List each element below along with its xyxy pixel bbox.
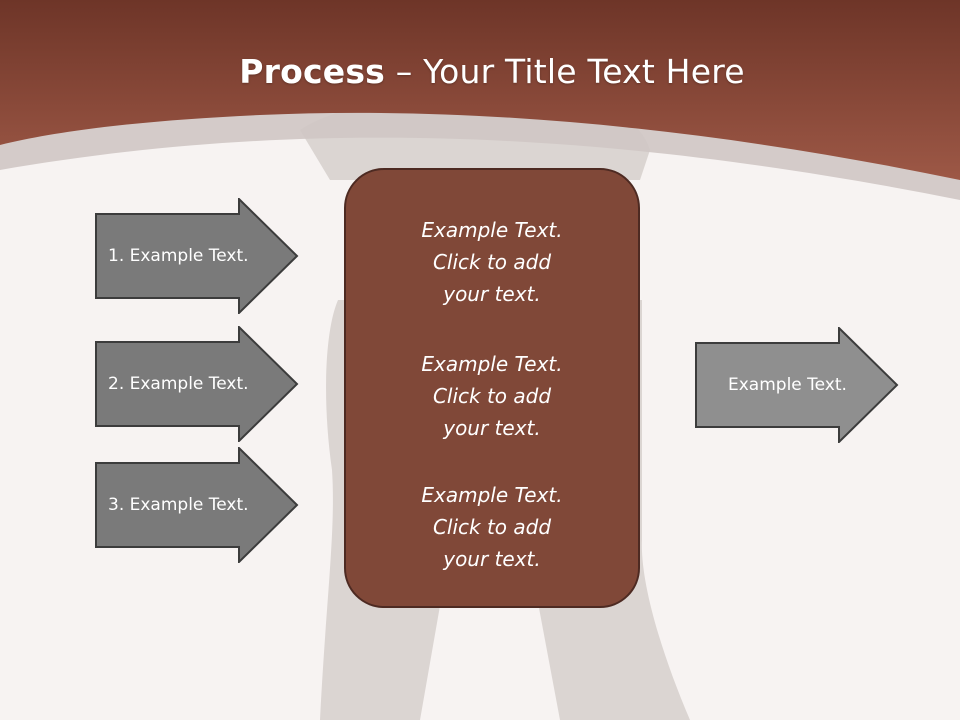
input-arrow-label: 1. Example Text. — [108, 246, 249, 266]
header-band — [0, 111, 960, 200]
block-line: Click to add — [432, 250, 552, 274]
arrow-shape — [95, 198, 299, 314]
output-arrow-label: Example Text. — [728, 375, 847, 395]
input-arrow-label: 2. Example Text. — [108, 374, 249, 394]
block-line: your text. — [443, 547, 541, 571]
input-arrow-1[interactable]: 1. Example Text. — [95, 198, 299, 314]
title-bold: Process — [239, 52, 386, 91]
slide-title: Process – Your Title Text Here — [0, 52, 960, 91]
arrow-shape — [95, 326, 299, 442]
block-line: Click to add — [432, 384, 552, 408]
process-box[interactable]: Example Text. Click to add your text. Ex… — [344, 168, 640, 608]
process-text-block-2: Example Text. Click to add your text. — [346, 348, 638, 444]
input-arrow-label: 3. Example Text. — [108, 495, 249, 515]
arrow-shape — [695, 327, 899, 443]
output-arrow[interactable]: Example Text. — [695, 327, 899, 443]
block-line: Click to add — [432, 515, 552, 539]
block-line: your text. — [443, 416, 541, 440]
input-arrow-2[interactable]: 2. Example Text. — [95, 326, 299, 442]
process-text-block-1: Example Text. Click to add your text. — [346, 214, 638, 310]
arrow-shape — [95, 447, 299, 563]
block-line: Example Text. — [421, 218, 563, 242]
block-line: your text. — [443, 282, 541, 306]
title-rest: – Your Title Text Here — [385, 52, 745, 91]
input-arrow-3[interactable]: 3. Example Text. — [95, 447, 299, 563]
header-shape — [0, 0, 960, 180]
process-text-block-3: Example Text. Click to add your text. — [346, 479, 638, 575]
block-line: Example Text. — [421, 483, 563, 507]
block-line: Example Text. — [421, 352, 563, 376]
